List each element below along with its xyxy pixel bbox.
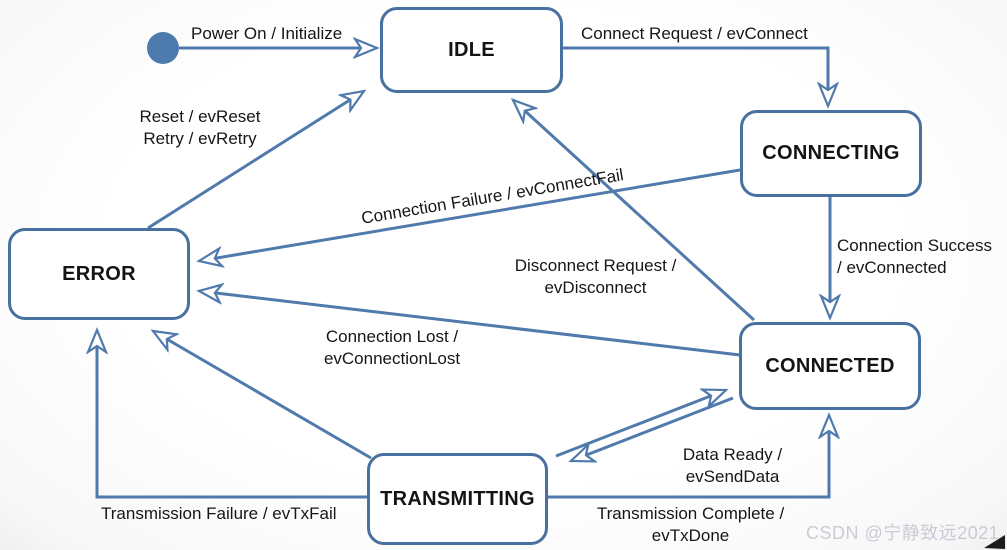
state-connecting: CONNECTING — [740, 110, 922, 197]
state-error: ERROR — [8, 228, 190, 320]
label-line: Connection Success — [837, 236, 992, 255]
state-transmitting: TRANSMITTING — [367, 453, 548, 545]
label-line: evTxDone — [651, 526, 730, 545]
state-connected: CONNECTED — [739, 322, 921, 410]
state-error-label: ERROR — [62, 262, 136, 285]
state-connecting-label: CONNECTING — [762, 142, 900, 164]
label-line: Transmission Complete / — [596, 504, 785, 523]
edge-disconnect-request — [513, 100, 756, 322]
label-transmission-failure: Transmission Failure / evTxFail — [101, 504, 337, 523]
cursor-artifact — [984, 535, 1005, 549]
label-connection-success: Connection Success / evConnected — [837, 235, 992, 279]
state-connected-label: CONNECTED — [765, 354, 895, 377]
edge-connect-request — [563, 46, 828, 106]
label-power-on: Power On / Initialize — [191, 24, 343, 43]
label-line: Disconnect Request / — [514, 256, 677, 275]
initial-state-dot — [147, 32, 179, 64]
label-connect-request: Connect Request / evConnect — [581, 24, 808, 43]
label-line: Retry / evRetry — [143, 129, 257, 148]
label-reset-retry: Reset / evReset Retry / evRetry — [120, 106, 280, 150]
state-idle-label: IDLE — [448, 38, 495, 61]
edge-connection-lost — [199, 291, 741, 357]
label-disconnect-request: Disconnect Request / evDisconnect — [498, 255, 693, 299]
csdn-watermark: CSDN @宁静致远2021 — [806, 523, 1000, 543]
state-transmitting-label: TRANSMITTING — [380, 487, 535, 510]
edge-transmission-failure — [97, 330, 367, 499]
label-transmission-complete: Transmission Complete / evTxDone — [588, 503, 793, 547]
edge-reset-retry — [147, 91, 364, 230]
edge-transmitting-error-diagonal — [153, 331, 372, 460]
label-line: Data Ready / — [682, 445, 783, 464]
label-line: Connection Lost / — [325, 327, 459, 346]
label-line: evConnectionLost — [323, 349, 461, 368]
edge-transmitting-connected-diagonal — [555, 390, 726, 458]
state-idle: IDLE — [380, 7, 563, 93]
edge-connection-failure — [199, 168, 741, 261]
label-connection-lost: Connection Lost / evConnectionLost — [312, 326, 472, 370]
label-line: Reset / evReset — [139, 107, 261, 126]
label-line: evSendData — [685, 467, 780, 486]
label-line: evDisconnect — [544, 278, 647, 297]
label-line: / evConnected — [837, 258, 947, 277]
edge-transmission-complete — [548, 415, 829, 499]
label-data-ready: Data Ready / evSendData — [655, 444, 810, 488]
